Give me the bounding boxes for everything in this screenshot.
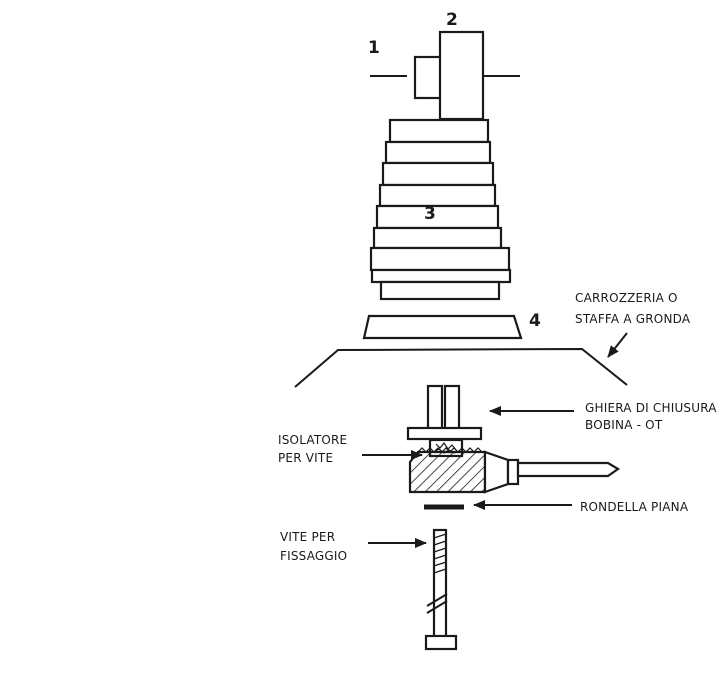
- part-number-4: 4: [529, 311, 541, 331]
- label-carrozzeria-line2: STAFFA A GRONDA: [575, 312, 691, 326]
- part-4-base-plate: [362, 314, 523, 340]
- ghiera-ring-assembly: [406, 384, 483, 441]
- part-3-coil-housing: [369, 118, 512, 301]
- part-2-stub: [438, 30, 485, 121]
- label-rondella: RONDELLA PIANA: [580, 500, 689, 514]
- antenna-top-assembly: [370, 30, 520, 121]
- part-number-2: 2: [446, 10, 458, 30]
- part-number-3: 3: [424, 204, 436, 224]
- label-vite-line2: FISSAGGIO: [280, 549, 347, 563]
- part-1-lug: [413, 55, 443, 100]
- label-isolatore-line2: PER VITE: [278, 451, 333, 465]
- carrozzeria-arrow: [607, 332, 628, 358]
- label-carrozzeria-line1: CARROZZERIA O: [575, 291, 678, 305]
- label-ghiera-line2: BOBINA - OT: [585, 418, 663, 432]
- car-body-outline: [294, 347, 628, 388]
- connector-body: [408, 447, 621, 494]
- label-isolatore-line1: ISOLATORE: [278, 433, 347, 447]
- part-number-1: 1: [368, 38, 380, 58]
- label-ghiera-line1: GHIERA DI CHIUSURA: [585, 401, 717, 415]
- coax-cable: [516, 461, 621, 478]
- label-vite-line1: VITE PER: [280, 530, 335, 544]
- fixing-screw: [424, 528, 458, 651]
